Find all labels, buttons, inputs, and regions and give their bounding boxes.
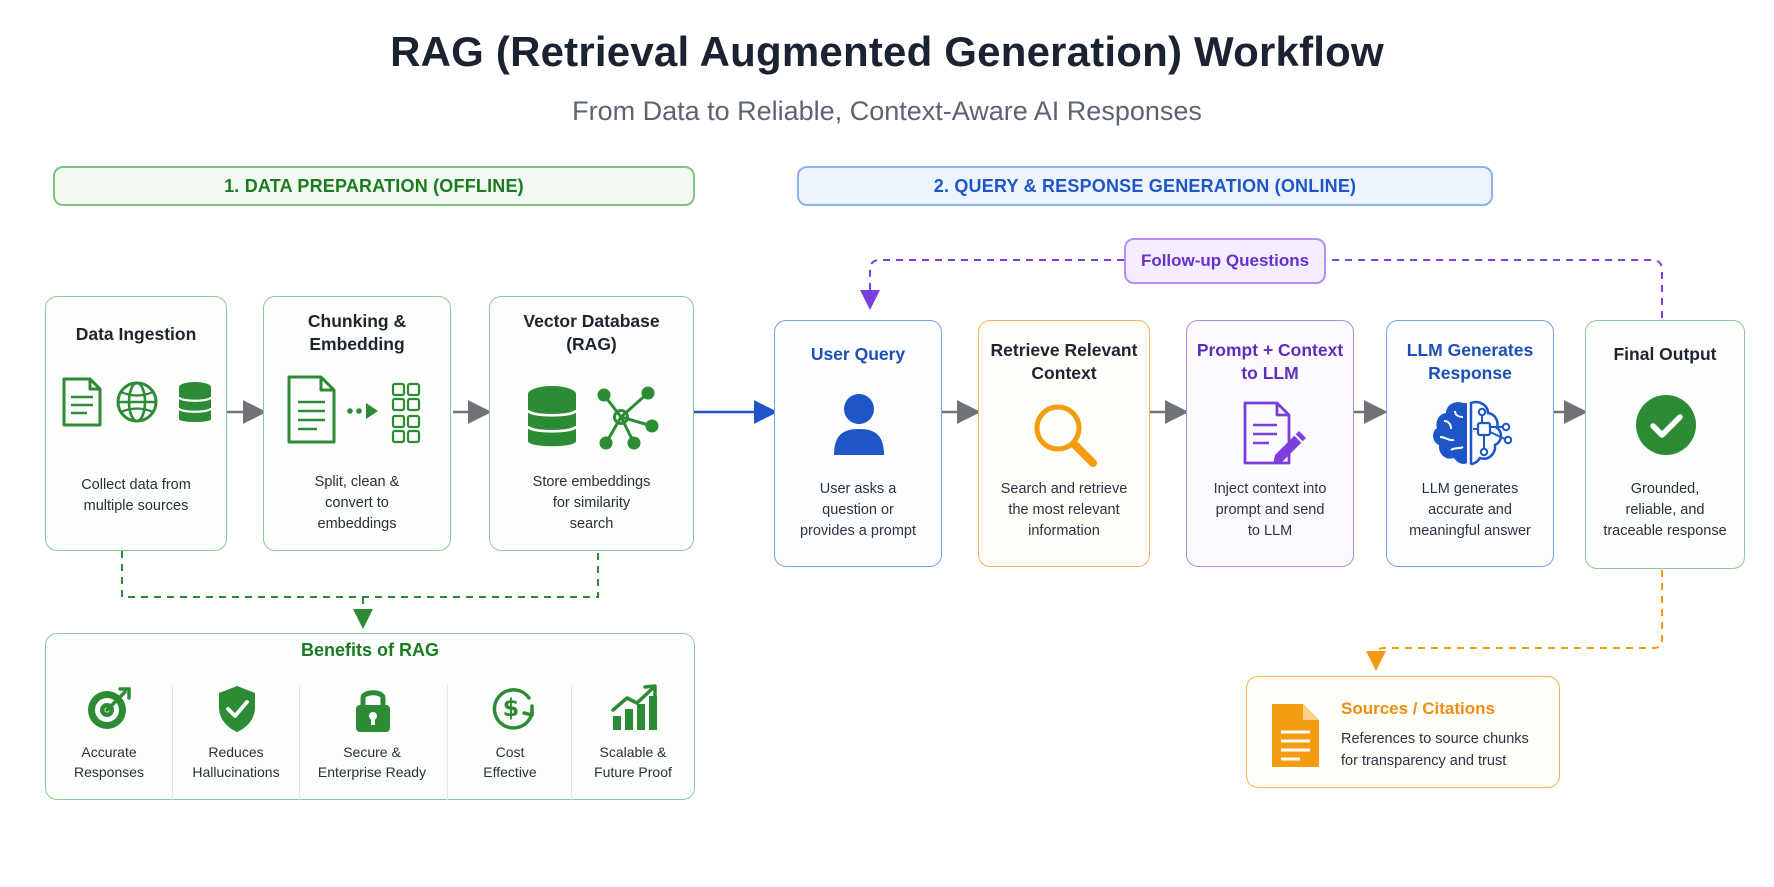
card-description: Grounded, reliable, and traceable respon… [1603,481,1727,539]
card-description: LLM generates accurate and meaningful an… [1409,481,1531,539]
database-network-icon [526,383,666,458]
lock-icon [352,684,394,739]
card-user-query: User Query User asks a question or provi… [774,320,942,567]
sources-description: References to source chunks for transpar… [1341,731,1529,769]
document-list-icon [1269,701,1323,776]
card-chunking-embedding: Chunking & Embedding Split, clean & conv… [263,296,451,551]
page-subtitle: From Data to Reliable, Context-Aware AI … [572,96,1202,126]
card-description: Search and retrieve the most relevant in… [1000,481,1128,539]
sources-citations-box: Sources / Citations References to source… [1246,676,1560,788]
page-title: RAG (Retrieval Augmented Generation) Wor… [390,28,1384,75]
sources-title: Sources / Citations [1341,699,1495,718]
card-title: Retrieve Relevant Context [990,340,1138,383]
document-to-grid-icon [282,375,442,450]
card-title: LLM Generates Response [1406,340,1534,383]
shield-check-icon [215,684,259,739]
benefit-divider [172,685,173,800]
arrow-final-to-sources [1366,570,1663,671]
card-description: Inject context into prompt and send to L… [1213,481,1327,539]
brain-circuit-icon [1429,397,1515,474]
card-description: User asks a question or provides a promp… [799,481,917,539]
dollar-cycle-icon: $ [488,684,538,739]
card-data-ingestion: Data Ingestion Collect data from multipl… [45,296,227,551]
target-icon [85,684,135,739]
card-title: Final Output [1613,344,1717,364]
benefit-label: Cost Effective [483,744,537,780]
online-section-banner: 2. QUERY & RESPONSE GENERATION (ONLINE) [797,166,1493,206]
benefit-divider [447,685,448,800]
card-title: Data Ingestion [75,324,197,344]
benefit-label: Accurate Responses [73,744,145,780]
card-title: Vector Database (RAG) [523,311,660,354]
user-icon [831,391,887,462]
benefits-bracket [121,551,599,598]
card-title: Prompt + Context to LLM [1196,340,1344,383]
card-title: User Query [810,344,906,364]
search-icon [1031,401,1101,476]
card-llm-generates: LLM Generates Response LLM generates acc… [1386,320,1554,567]
card-title: Chunking & Embedding [307,311,407,354]
benefit-divider [571,685,572,800]
benefits-title: Benefits of RAG [300,640,439,660]
document-globe-database-icons [56,375,218,440]
check-circle-icon [1634,393,1698,462]
benefit-divider [299,685,300,800]
card-prompt-context: Prompt + Context to LLM Inject context i… [1186,320,1354,567]
card-description: Collect data from multiple sources [81,477,191,514]
offline-section-banner: 1. DATA PREPARATION (OFFLINE) [53,166,695,206]
followup-right-line [1326,259,1663,318]
card-description: Store embeddings for similarity search [532,474,651,532]
card-vector-database: Vector Database (RAG) Store embeddings f… [489,296,694,551]
card-retrieve-context: Retrieve Relevant Context Search and ret… [978,320,1150,567]
card-final-output: Final Output Grounded, reliable, and tra… [1585,320,1745,569]
growth-chart-icon [609,682,661,739]
card-description: Split, clean & convert to embeddings [314,474,400,532]
benefit-label: Reduces Hallucinations [192,744,280,780]
followup-questions-box: Follow-up Questions [1124,238,1326,284]
svg-text:$: $ [503,694,520,722]
followup-left-line [860,259,1124,310]
document-pen-icon [1239,399,1309,474]
benefit-label: Scalable & Future Proof [594,744,672,780]
benefit-label: Secure & Enterprise Ready [317,744,427,780]
